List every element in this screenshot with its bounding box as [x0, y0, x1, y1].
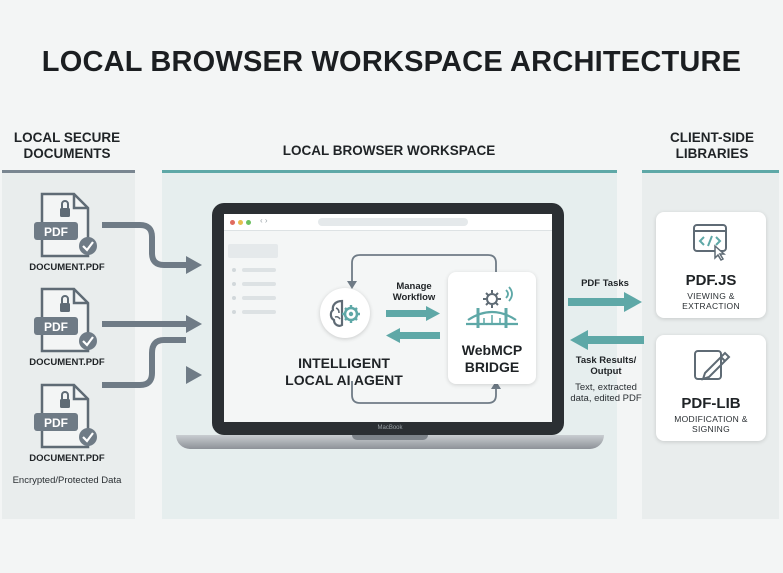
document-label: DOCUMENT.PDF — [29, 357, 105, 368]
window-minimize-icon[interactable] — [238, 220, 243, 225]
pdflib-card: PDF-LIB MODIFICATION & SIGNING — [656, 335, 766, 441]
window-maximize-icon[interactable] — [246, 220, 251, 225]
column-heading-documents: LOCAL SECURE DOCUMENTS — [13, 130, 121, 161]
sidebar-line — [242, 268, 276, 272]
brain-gear-icon — [329, 299, 360, 327]
code-window-icon — [693, 224, 727, 261]
sidebar-placeholder — [228, 244, 278, 258]
workflow-loop-arrows — [347, 254, 501, 404]
pdf-badge: PDF — [44, 225, 68, 239]
document-arrows — [102, 222, 202, 388]
edit-document-icon — [694, 350, 731, 381]
sidebar-line — [242, 310, 276, 314]
sidebar-line — [242, 282, 276, 286]
pdf-file-icon: PDF — [34, 383, 97, 449]
document-label: DOCUMENT.PDF — [29, 453, 105, 464]
pdfjs-card: PDF.JS VIEWING & EXTRACTION — [656, 212, 766, 318]
pdf-file-icon: PDF — [34, 287, 97, 353]
pdf-file-icon: PDF — [34, 192, 97, 258]
bridge-gear-icon — [466, 286, 518, 328]
document-label: DOCUMENT.PDF — [29, 262, 105, 273]
laptop-base — [176, 435, 604, 449]
library-name: PDF-LIB — [681, 395, 741, 412]
sidebar-line — [242, 296, 276, 300]
sidebar-bullet — [232, 296, 236, 300]
laptop-brand: MacBook — [377, 425, 403, 431]
task-results-label: Task Results/ Output — [575, 355, 637, 377]
outputs-note: Text, extracted data, edited PDF — [570, 382, 642, 404]
agent-badge — [320, 288, 370, 338]
bridge-label: WebMCP BRIDGE — [461, 342, 523, 375]
address-bar[interactable] — [318, 218, 468, 226]
column-heading-workspace: LOCAL BROWSER WORKSPACE — [282, 143, 496, 158]
arrow-head-icon — [186, 366, 202, 384]
sidebar-bullet — [232, 282, 236, 286]
bidirectional-arrows — [386, 306, 440, 343]
pdf-badge: PDF — [44, 416, 68, 430]
document-2: PDF — [28, 285, 108, 357]
document-3: PDF — [28, 381, 108, 453]
pdf-badge: PDF — [44, 320, 68, 334]
arrow-head-icon — [186, 315, 202, 333]
library-description: VIEWING & EXTRACTION — [682, 291, 740, 311]
agent-label: INTELLIGENT LOCAL AI AGENT — [285, 355, 403, 388]
webmcp-bridge-card: WebMCP BRIDGE — [448, 272, 536, 384]
column-heading-libraries: CLIENT-SIDE LIBRARIES — [669, 130, 754, 161]
arrow-head-icon — [186, 256, 202, 274]
nav-arrows-icon[interactable]: ‹ › — [260, 216, 268, 225]
sidebar-bullet — [232, 268, 236, 272]
window-close-icon[interactable] — [230, 220, 235, 225]
manage-workflow-label: Manage Workflow — [392, 281, 436, 303]
laptop-notch — [352, 435, 428, 440]
library-description: MODIFICATION & SIGNING — [674, 414, 748, 434]
library-name: PDF.JS — [685, 272, 737, 289]
sidebar-bullet — [232, 310, 236, 314]
diagram-title: LOCAL BROWSER WORKSPACE ARCHITECTURE — [41, 46, 742, 78]
pdf-tasks-label: PDF Tasks — [581, 278, 629, 289]
document-1: PDF — [28, 190, 108, 262]
library-arrows — [568, 292, 644, 350]
documents-note: Encrypted/Protected Data — [12, 475, 122, 486]
